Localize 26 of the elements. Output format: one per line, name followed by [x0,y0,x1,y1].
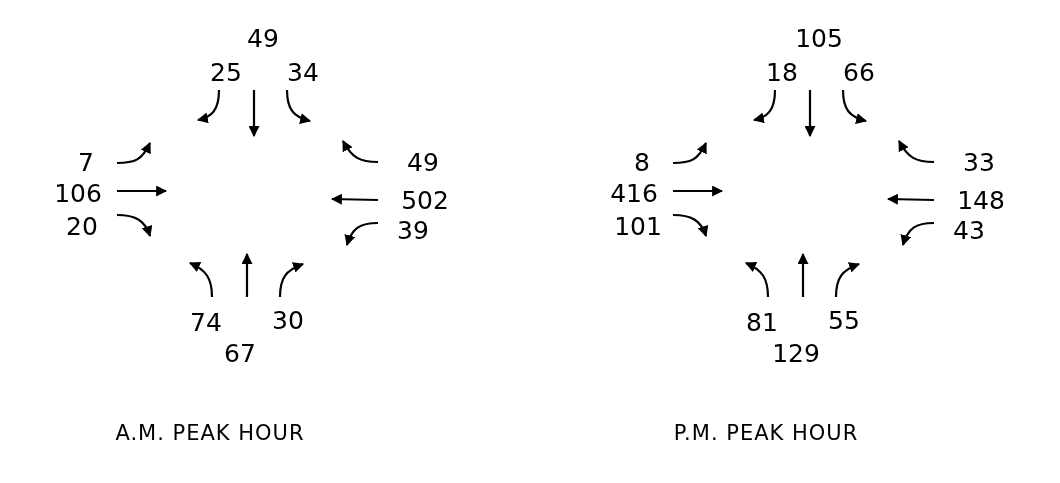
traffic-volume: 49 [247,25,279,51]
traffic-volume: 416 [610,180,658,206]
traffic-volume: 129 [772,340,820,366]
traffic-volume: 67 [224,340,256,366]
traffic-volume: 7 [78,149,94,175]
traffic-volume: 81 [746,309,778,335]
traffic-volume: 49 [407,149,439,175]
traffic-volume: 39 [397,217,429,243]
traffic-volume: 66 [843,59,875,85]
traffic-volume: 105 [795,25,843,51]
traffic-volume: 148 [957,187,1005,213]
traffic-volume: 20 [66,213,98,239]
traffic-volume: 8 [634,149,650,175]
traffic-volume: 74 [190,309,222,335]
traffic-volume: 55 [828,307,860,333]
traffic-volume: 34 [287,59,319,85]
traffic-volume: 502 [401,187,449,213]
traffic-volume: 106 [54,180,102,206]
panel-caption: P.M. PEAK HOUR [673,422,859,444]
traffic-volume: 30 [272,307,304,333]
traffic-volume: 25 [210,59,242,85]
traffic-volume: 43 [953,217,985,243]
traffic-volume: 18 [766,59,798,85]
panel-caption: A.M. PEAK HOUR [115,422,305,444]
traffic-volume: 33 [963,149,995,175]
traffic-volume: 101 [614,213,662,239]
